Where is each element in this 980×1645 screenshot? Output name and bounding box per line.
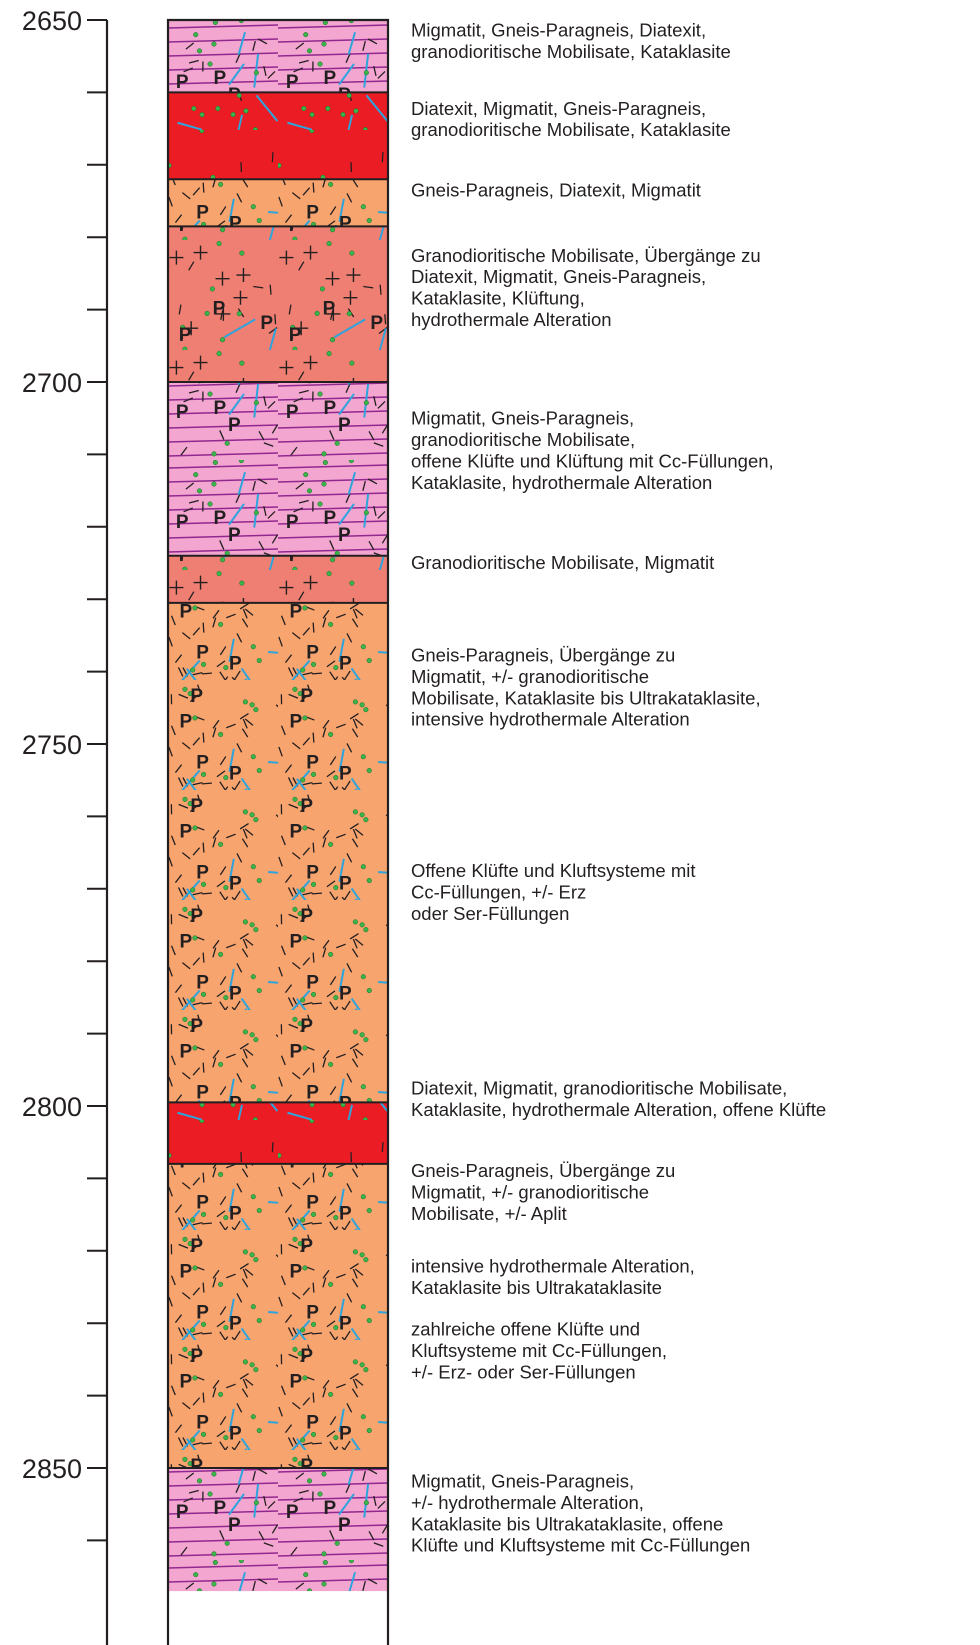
description-line: granodioritische Mobilisate, Kataklasite xyxy=(411,41,731,62)
lithology-unit-pink xyxy=(168,20,388,93)
description-line: Kluftsysteme mit Cc-Füllungen, xyxy=(411,1340,667,1361)
description-line: Kataklasite, hydrothermale Alteration xyxy=(411,472,712,493)
description-line: Mobilisate, +/- Aplit xyxy=(411,1203,567,1224)
lithology-unit-orange xyxy=(168,179,388,227)
description-line: Klüfte und Kluftsysteme mit Cc-Füllungen xyxy=(411,1535,750,1556)
description-line: Cc-Füllungen, +/- Erz xyxy=(411,882,586,903)
description-line: Kataklasite bis Ultrakataklasite xyxy=(411,1277,662,1298)
description-block: Diatexit, Migmatit, granodioritische Mob… xyxy=(411,1077,826,1119)
description-line: hydrothermale Alteration xyxy=(411,309,612,330)
description-block: Diatexit, Migmatit, Gneis-Paragneis,gran… xyxy=(411,98,731,140)
description-line: granodioritische Mobilisate, Kataklasite xyxy=(411,119,731,140)
depth-label: 2850 xyxy=(22,1454,82,1484)
lithology-unit-pink xyxy=(168,1468,388,1592)
description-line: Gneis-Paragneis, Übergänge zu xyxy=(411,1160,675,1181)
description-line: Migmatit, Gneis-Paragneis, Diatexit, xyxy=(411,20,706,41)
description-line: Migmatit, Gneis-Paragneis, xyxy=(411,1471,634,1492)
description-line: Gneis-Paragneis, Übergänge zu xyxy=(411,644,675,665)
lithology-unit-orange xyxy=(168,602,388,1103)
depth-label: 2800 xyxy=(22,1092,82,1122)
description-line: +/- hydrothermale Alteration, xyxy=(411,1492,644,1513)
description-line: Diatexit, Migmatit, granodioritische Mob… xyxy=(411,1077,787,1098)
lithology-unit-pink xyxy=(168,382,388,556)
description-line: Migmatit, Gneis-Paragneis, xyxy=(411,408,634,429)
description-line: zahlreiche offene Klüfte und xyxy=(411,1319,640,1340)
depth-label: 2750 xyxy=(22,730,82,760)
description-line: Migmatit, +/- granodioritische xyxy=(411,1181,649,1202)
description-line: Granodioritische Mobilisate, Übergänge z… xyxy=(411,245,761,266)
description-line: oder Ser-Füllungen xyxy=(411,903,569,924)
lithology-unit-salmon xyxy=(168,226,388,382)
description-line: offene Klüfte und Klüftung mit Cc-Füllun… xyxy=(411,451,774,472)
description-block: Migmatit, Gneis-Paragneis, Diatexit,gran… xyxy=(411,20,731,62)
description-line: Granodioritische Mobilisate, Migmatit xyxy=(411,552,714,573)
lithology-unit-orange xyxy=(168,1163,388,1468)
description-block: Granodioritische Mobilisate, Übergänge z… xyxy=(411,245,761,330)
description-line: Kataklasite bis Ultrakataklasite, offene xyxy=(411,1513,723,1534)
description-block: Migmatit, Gneis-Paragneis,granodioritisc… xyxy=(411,408,774,493)
description-line: Kataklasite, Klüftung, xyxy=(411,288,585,309)
description-line: Diatexit, Migmatit, Gneis-Paragneis, xyxy=(411,98,706,119)
description-line: granodioritische Mobilisate, xyxy=(411,429,635,450)
lithology-unit-red xyxy=(168,1102,388,1164)
description-line: Gneis-Paragneis, Diatexit, Migmatit xyxy=(411,180,701,201)
depth-label: 2700 xyxy=(22,368,82,398)
description-line: Migmatit, +/- granodioritische xyxy=(411,666,649,687)
description-line: Kataklasite, hydrothermale Alteration, o… xyxy=(411,1099,826,1120)
depth-label: 2650 xyxy=(22,6,82,36)
description-block: intensive hydrothermale Alteration,Katak… xyxy=(411,1256,695,1298)
column-frame xyxy=(166,18,390,1645)
description-line: intensive hydrothermale Alteration xyxy=(411,709,690,730)
depth-axis: 2650 2700 2750 2800 2850 xyxy=(22,6,109,1645)
description-line: Diatexit, Migmatit, Gneis-Paragneis, xyxy=(411,266,706,287)
lithology-unit-salmon xyxy=(168,555,388,603)
description-line: Mobilisate, Kataklasite bis Ultrakatakla… xyxy=(411,687,761,708)
lithology-column xyxy=(166,18,390,1645)
description-block: Granodioritische Mobilisate, Migmatit xyxy=(411,552,714,573)
description-block: zahlreiche offene Klüfte undKluftsysteme… xyxy=(411,1319,667,1383)
lithology-descriptions: Migmatit, Gneis-Paragneis, Diatexit,gran… xyxy=(411,20,826,1556)
description-block: Gneis-Paragneis, Diatexit, Migmatit xyxy=(411,180,701,201)
lithology-unit-red xyxy=(168,92,388,180)
description-line: Offene Klüfte und Kluftsysteme mit xyxy=(411,860,696,881)
description-block: Offene Klüfte und Kluftsysteme mitCc-Fül… xyxy=(411,860,696,924)
description-block: Migmatit, Gneis-Paragneis,+/- hydrotherm… xyxy=(411,1471,750,1556)
description-line: intensive hydrothermale Alteration, xyxy=(411,1256,695,1277)
description-line: +/- Erz- oder Ser-Füllungen xyxy=(411,1361,636,1382)
